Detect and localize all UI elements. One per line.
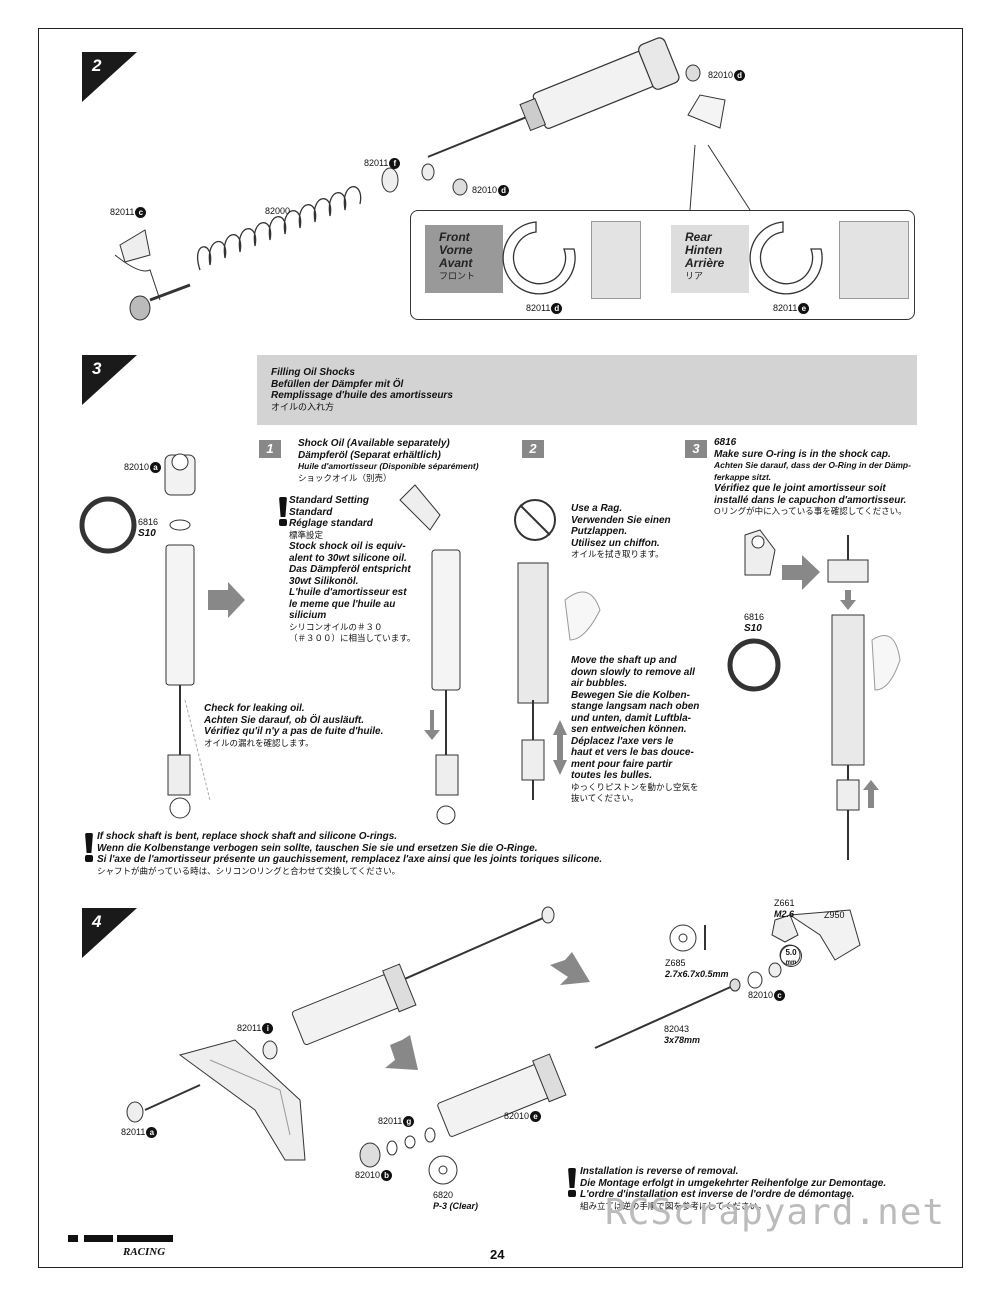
bent-shaft-text: If shock shaft is bent, replace shock sh… xyxy=(97,831,603,876)
svg-text:RACING: RACING xyxy=(122,1246,165,1258)
front-label-box: Front Vorne Avant フロント xyxy=(425,225,503,293)
step2-shock-illustration xyxy=(114,37,751,321)
shock-oil-title: Shock Oil (Available separately) Dämpfer… xyxy=(298,438,479,483)
front-clip-icon xyxy=(502,221,576,295)
move-shaft-text: Move the shaft up and down slowly to rem… xyxy=(571,655,700,803)
label-82000: 82000 xyxy=(265,206,291,216)
warning-icon xyxy=(276,497,290,526)
rear-label-box: Rear Hinten Arrière リア xyxy=(671,225,749,293)
rear-clip-icon xyxy=(749,221,823,295)
substep-2-badge: 2 xyxy=(522,440,544,458)
substep-1-badge: 1 xyxy=(259,440,281,458)
warning-icon-bent xyxy=(82,833,96,862)
installation-reverse-text: Installation is reverse of removal. Die … xyxy=(580,1166,887,1211)
use-rag-text: Use a Rag. Verwenden Sie einen Putzlappe… xyxy=(571,503,671,559)
rear-clip-side xyxy=(839,221,909,299)
filling-oil-header: Filling Oil Shocks Befüllen der Dämpfer … xyxy=(257,355,917,425)
step3-illustrations xyxy=(79,453,901,860)
page-number: 24 xyxy=(490,1247,505,1262)
watermark: RCScrapyard.net xyxy=(605,1192,946,1233)
label-z950: Z950 xyxy=(824,910,845,920)
front-clip-side xyxy=(591,221,641,299)
standard-setting-text: Standard Setting Standard Réglage standa… xyxy=(289,495,416,643)
hpi-racing-logo: RACING xyxy=(68,1235,173,1258)
o-ring-text: 6816 Make sure O-ring is in the shock ca… xyxy=(714,437,911,516)
page-frame xyxy=(38,28,963,1268)
substep-3-badge: 3 xyxy=(685,440,707,458)
warning-icon-reverse xyxy=(565,1168,579,1197)
check-leak-text: Check for leaking oil. Achten Sie darauf… xyxy=(204,703,384,748)
